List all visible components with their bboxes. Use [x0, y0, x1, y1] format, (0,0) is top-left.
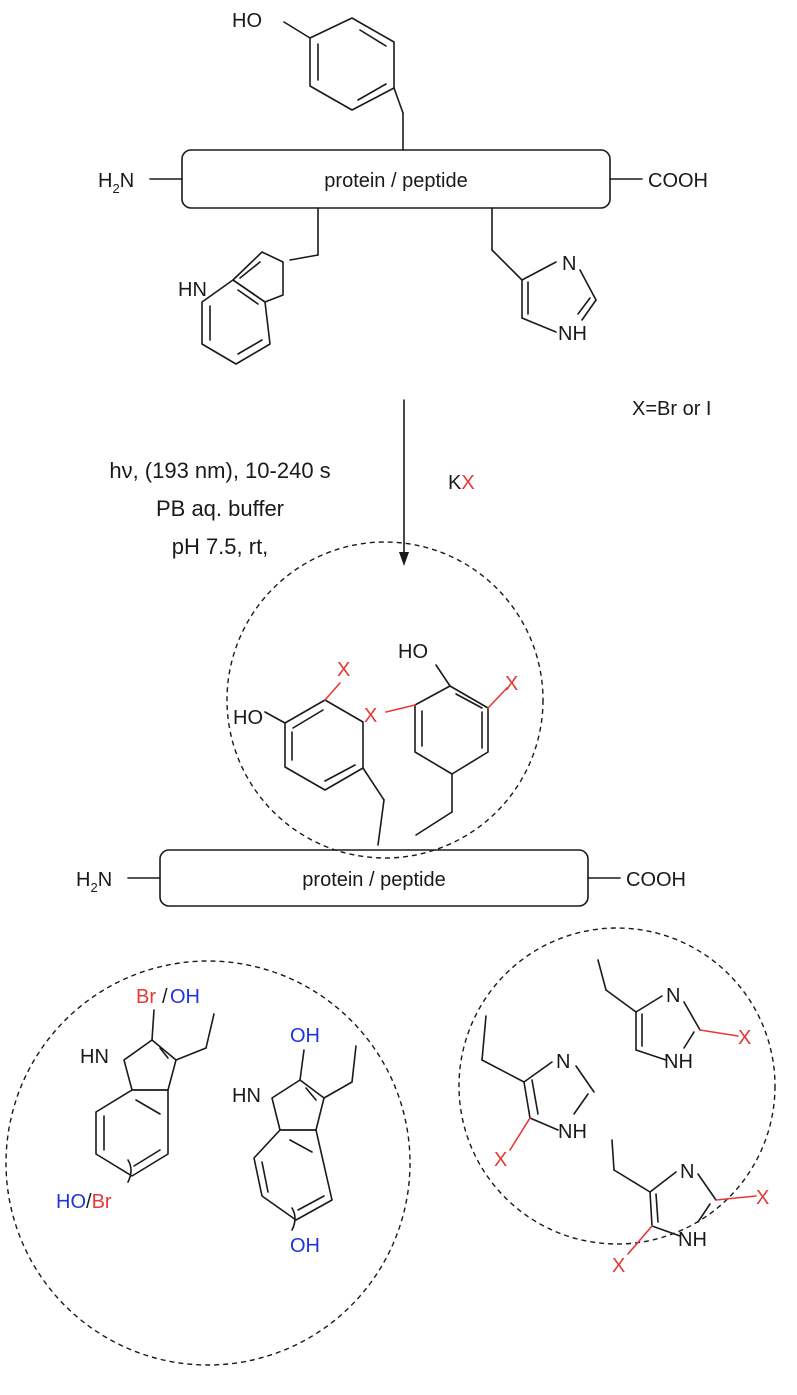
mono-tyr-x-label: X — [337, 659, 350, 681]
n-terminus-top: H2N — [98, 170, 134, 196]
his-a-n-label: N — [666, 985, 680, 1007]
protein-box-top-label: protein / peptide — [324, 170, 467, 192]
his-c-nh-label: NH — [678, 1229, 707, 1251]
his-nh-label: NH — [558, 323, 587, 345]
trp-nh-label: HN — [178, 279, 207, 301]
trp2-hn-label: HN — [232, 1085, 261, 1107]
mono-halo-tyrosine: HO X — [233, 659, 385, 846]
c-terminus-bottom: COOH — [626, 869, 686, 891]
his-product-b: N NH X — [481, 1015, 595, 1171]
his-product-c: N NH X X — [611, 1139, 769, 1277]
his-c-x2-label: X — [612, 1255, 625, 1277]
histidine-products-circle — [458, 927, 776, 1245]
trp1-slash-label: / — [162, 986, 168, 1008]
tyr-oh-label: HO — [232, 10, 262, 32]
tryptophan-side-chain: HN — [178, 207, 319, 365]
trp1-br-label: Br — [136, 986, 156, 1008]
his-product-a: N NH X — [597, 959, 751, 1073]
his-b-nh-label: NH — [558, 1121, 587, 1143]
his-b-n-label: N — [556, 1051, 570, 1073]
his-b-x-label: X — [494, 1149, 507, 1171]
reaction-arrow — [399, 399, 409, 566]
mono-tyr-ho-label: HO — [233, 707, 263, 729]
conditions-line-3: pH 7.5, rt, — [172, 534, 269, 559]
trp1-hn-label: HN — [80, 1046, 109, 1068]
his-c-n-label: N — [680, 1161, 694, 1183]
di-halo-tyrosine: HO X X — [364, 641, 518, 836]
protein-box-bottom-label: protein / peptide — [302, 869, 445, 891]
trp2-ring-oh-label: OH — [290, 1235, 320, 1257]
his-a-x-label: X — [738, 1027, 751, 1049]
trp1-oh-label: OH — [170, 986, 200, 1008]
tryptophan-products-circle — [5, 960, 411, 1366]
trp-product-1: Br / OH HN HO/Br — [56, 986, 215, 1213]
reagent-kx: KX — [448, 472, 475, 494]
conditions-line-2: PB aq. buffer — [156, 496, 284, 521]
his-c-x1-label: X — [756, 1187, 769, 1209]
protein-box-top: protein / peptide H2N COOH — [98, 149, 708, 209]
trp1-ring-substituent: HO/Br — [56, 1191, 112, 1213]
trp2-oh-label: OH — [290, 1025, 320, 1047]
conditions-line-1: hν, (193 nm), 10-240 s — [109, 458, 330, 483]
tyrosine-products-circle — [226, 541, 544, 859]
histidine-side-chain: N NH — [491, 207, 597, 345]
n-terminus-bottom: H2N — [76, 869, 112, 895]
his-n-label: N — [562, 253, 576, 275]
his-a-nh-label: NH — [664, 1051, 693, 1073]
di-tyr-x2-label: X — [364, 705, 377, 727]
protein-box-bottom: protein / peptide H2N COOH — [76, 849, 686, 907]
di-tyr-ho-label: HO — [398, 641, 428, 663]
x-definition-note: X=Br or I — [632, 398, 711, 420]
trp-product-2: OH HN OH — [232, 1025, 357, 1257]
c-terminus-top: COOH — [648, 170, 708, 192]
di-tyr-x1-label: X — [505, 673, 518, 695]
tyrosine-side-chain: HO — [232, 10, 404, 151]
